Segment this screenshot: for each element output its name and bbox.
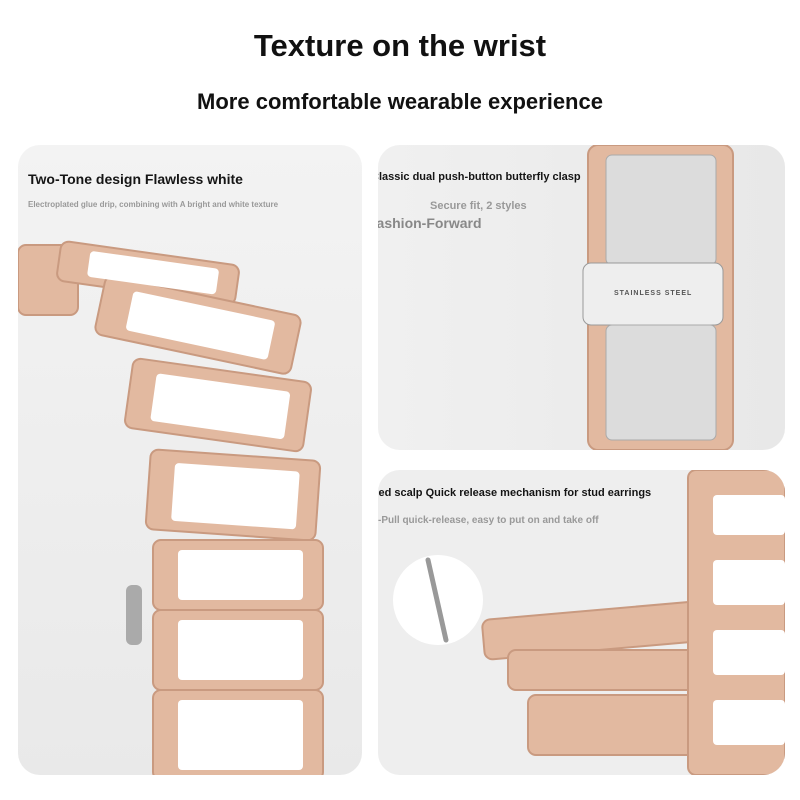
panel-subtext: Secure fit, 2 styles xyxy=(430,200,527,212)
panel-heading: Classic dual push-button butterfly clasp xyxy=(378,171,581,183)
panel-subtext: Electroplated glue drip, combining with … xyxy=(28,200,279,209)
quick-release-panel: Refined scalp Quick release mechanism fo… xyxy=(378,470,785,775)
panel-heading: Two-Tone design Flawless white xyxy=(28,171,243,187)
watch-band-image xyxy=(18,240,324,775)
two-tone-panel: Two-Tone design Flawless white Electropl… xyxy=(18,145,362,775)
clasp-panel: Classic dual push-button butterfly clasp… xyxy=(378,145,785,450)
page-subtitle: More comfortable wearable experience xyxy=(197,89,603,114)
quick-release-image xyxy=(393,470,785,775)
panel-subtext: Hand-Pull quick-release, easy to put on … xyxy=(378,515,599,526)
clasp-engraving: STAINLESS STEEL xyxy=(614,290,693,297)
fashion-tag: Fashion-Forward xyxy=(378,215,482,231)
panel-heading: Refined scalp Quick release mechanism fo… xyxy=(378,487,652,499)
butterfly-clasp-image xyxy=(582,145,734,450)
page-title: Texture on the wrist xyxy=(253,28,547,63)
spring-bar-icon xyxy=(425,557,449,643)
